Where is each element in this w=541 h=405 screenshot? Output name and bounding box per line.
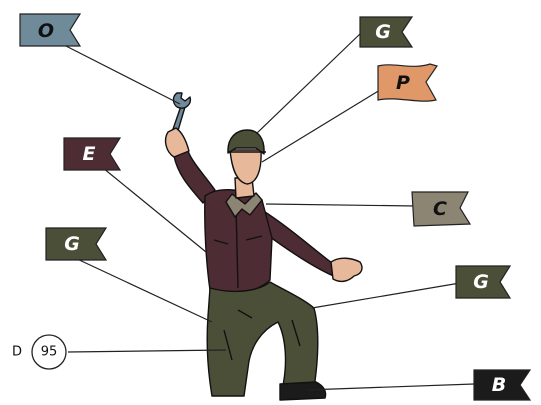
raised-arm (173, 150, 216, 204)
callout-collar: C (411, 191, 472, 227)
callout-wrench-label: O (38, 20, 54, 42)
callout-trousers-left-label: G (64, 233, 80, 255)
callout-boot: B (473, 369, 532, 401)
boot (279, 381, 327, 401)
callout-face-label: P (396, 72, 410, 94)
callout-face: P (377, 63, 438, 102)
leader-lines (63, 31, 475, 391)
face (229, 149, 262, 185)
callout-cap: G (359, 16, 414, 48)
callout-cap-label: G (375, 21, 391, 43)
callout-shirt: E (63, 137, 122, 171)
raised-hand (164, 127, 190, 158)
outstretched-arm (261, 209, 339, 279)
paint-code-prefix: D (12, 345, 22, 360)
callout-trousers-right-label: G (473, 271, 489, 293)
outstretched-hand (330, 257, 363, 283)
trousers (206, 281, 319, 397)
callout-trousers-right: G (455, 265, 512, 299)
callout-wrench: O (19, 13, 82, 47)
callout-boot-label: B (492, 374, 506, 396)
callout-trousers-left: G (45, 227, 108, 261)
cap (227, 129, 265, 155)
soldier-figure (164, 92, 363, 401)
collar (225, 192, 263, 218)
paint-code-number: 95 (41, 345, 58, 360)
callout-collar-label: C (433, 198, 447, 220)
callout-shirt-label: E (83, 143, 96, 165)
paint-code-badge: D 95 (12, 334, 67, 370)
